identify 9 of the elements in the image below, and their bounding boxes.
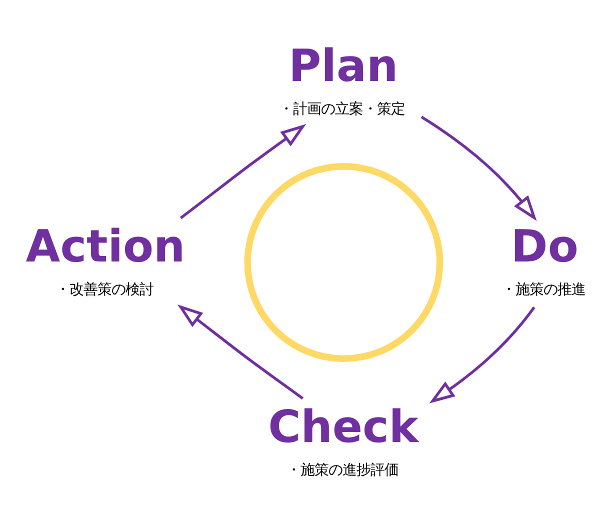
arrow [420,115,537,220]
arrow [180,124,306,219]
node-text: Plan ・計画の立案・策定 [279,40,406,117]
arrow [429,306,536,403]
node-text: Check ・施策の進捗評価 [268,401,418,478]
arrow [177,304,304,400]
node-circle [244,162,444,362]
node-text: Do ・施策の推進 [501,220,586,298]
node-text: Action ・改善策の検討 [26,220,186,298]
